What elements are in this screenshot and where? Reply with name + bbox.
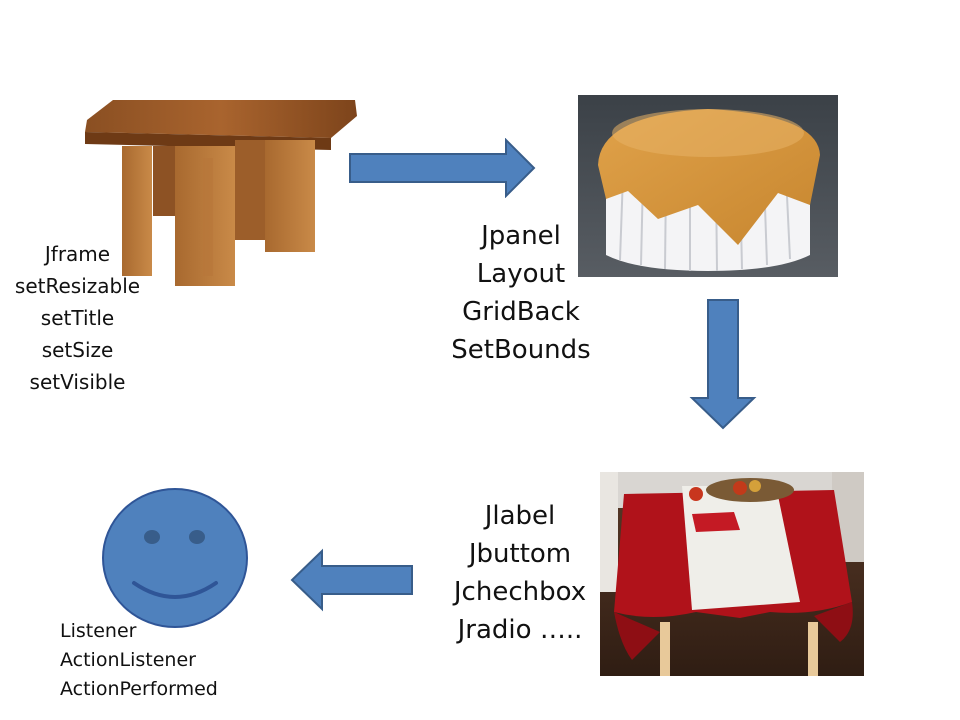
smiley-face-icon — [102, 488, 248, 628]
components-line: Jchechbox — [453, 577, 587, 607]
components-line: Jbuttom — [468, 539, 572, 569]
components-methods-label: Jlabel Jbuttom Jchechbox Jradio ….. — [440, 497, 600, 649]
arrow-left-icon — [290, 548, 413, 612]
panel-line: Layout — [476, 259, 566, 289]
set-table-image — [600, 472, 864, 676]
panel-line: SetBounds — [451, 335, 591, 365]
frame-line: setResizable — [14, 274, 141, 298]
listener-line: Listener — [60, 620, 137, 642]
frame-line: Jframe — [44, 242, 111, 266]
listener-line: ActionPerformed — [60, 678, 218, 700]
panel-methods-label: Jpanel Layout GridBack SetBounds — [446, 217, 596, 369]
panel-line: Jpanel — [481, 221, 561, 251]
panel-line: GridBack — [462, 297, 580, 327]
arrow-down-icon — [689, 299, 757, 430]
listener-methods-label: Listener ActionListener ActionPerformed — [60, 617, 260, 704]
components-line: Jlabel — [484, 501, 556, 531]
round-table-image — [578, 95, 838, 277]
frame-line: setVisible — [29, 370, 126, 394]
frame-line: setTitle — [40, 306, 115, 330]
components-line: Jradio ….. — [457, 615, 583, 645]
wooden-table-image — [85, 100, 357, 286]
listener-line: ActionListener — [60, 649, 196, 671]
frame-methods-label: Jframe setResizable setTitle setSize set… — [0, 238, 155, 398]
arrow-right-icon — [349, 138, 536, 198]
frame-line: setSize — [41, 338, 114, 362]
